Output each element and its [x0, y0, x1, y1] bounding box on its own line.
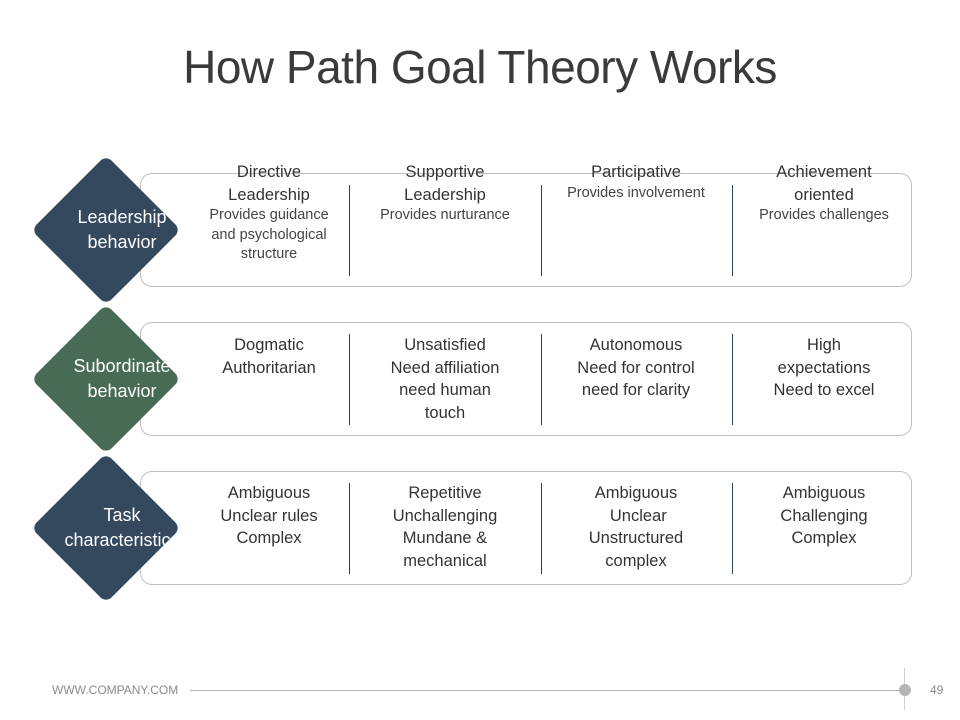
cell: Supportive Leadership Provides nurturanc…	[354, 161, 536, 226]
diamond-label: Subordinate behavior	[73, 356, 171, 401]
cell-description: Provides guidance and psychological stru…	[209, 207, 329, 262]
cell-heading: Dogmatic Authoritarian	[222, 336, 316, 377]
column-divider	[541, 185, 542, 276]
footer-divider	[190, 690, 902, 691]
row-box	[140, 471, 912, 585]
cell-heading: Achievement oriented	[776, 163, 872, 204]
column-divider	[349, 483, 350, 574]
row-leadership-behavior: Leadership behavior Directive Leadership…	[0, 155, 960, 305]
column-divider	[732, 483, 733, 574]
column-divider	[732, 185, 733, 276]
row-task-characteristics: Task characteristics Ambiguous Unclear r…	[0, 453, 960, 603]
cell-heading: Participative	[591, 163, 681, 181]
column-divider	[541, 483, 542, 574]
cell: High expectations Need to excel	[733, 334, 915, 402]
row-subordinate-behavior: Subordinate behavior Dogmatic Authoritar…	[0, 304, 960, 454]
column-divider	[541, 334, 542, 425]
diamond-label: Leadership behavior	[77, 207, 167, 252]
cell-description: Provides involvement	[567, 184, 705, 201]
cell-heading: High expectations Need to excel	[773, 336, 875, 399]
cell-heading: Directive Leadership	[228, 163, 310, 204]
column-divider	[349, 185, 350, 276]
cell-description: Provides nurturance	[380, 207, 510, 223]
cell: Ambiguous Challenging Complex	[733, 482, 915, 550]
cell: Unsatisfied Need affiliation need human …	[354, 334, 536, 424]
column-divider	[732, 334, 733, 425]
cell: Ambiguous Unclear rules Complex	[178, 482, 360, 550]
cell: Ambiguous Unclear Unstructured complex	[545, 482, 727, 572]
footer-website: WWW.COMPANY.COM	[52, 683, 179, 697]
diamond-label: Task characteristics	[64, 505, 180, 550]
footer-dot	[899, 684, 911, 696]
cell-heading: Ambiguous Unclear rules Complex	[220, 484, 318, 547]
page-number: 49	[930, 683, 944, 697]
page-title: How Path Goal Theory Works	[183, 41, 777, 93]
cell-heading: Supportive Leadership	[404, 163, 486, 204]
cell: Repetitive Unchallenging Mundane & mecha…	[354, 482, 536, 572]
cell-heading: Autonomous Need for control need for cla…	[577, 336, 695, 399]
cell-description: Provides challenges	[759, 207, 889, 223]
row-box	[140, 173, 912, 287]
cell: Autonomous Need for control need for cla…	[545, 334, 727, 402]
cell-heading: Repetitive Unchallenging Mundane & mecha…	[392, 484, 498, 570]
cell-heading: Unsatisfied Need affiliation need human …	[390, 336, 500, 422]
cell: Dogmatic Authoritarian	[178, 334, 360, 379]
cell-heading: Ambiguous Unclear Unstructured complex	[588, 484, 684, 570]
cell-heading: Ambiguous Challenging Complex	[780, 484, 868, 547]
cell: Directive Leadership Provides guidance a…	[178, 161, 360, 265]
row-box	[140, 322, 912, 436]
cell: Participative Provides involvement	[545, 161, 727, 203]
cell: Achievement oriented Provides challenges	[733, 161, 915, 226]
column-divider	[349, 334, 350, 425]
